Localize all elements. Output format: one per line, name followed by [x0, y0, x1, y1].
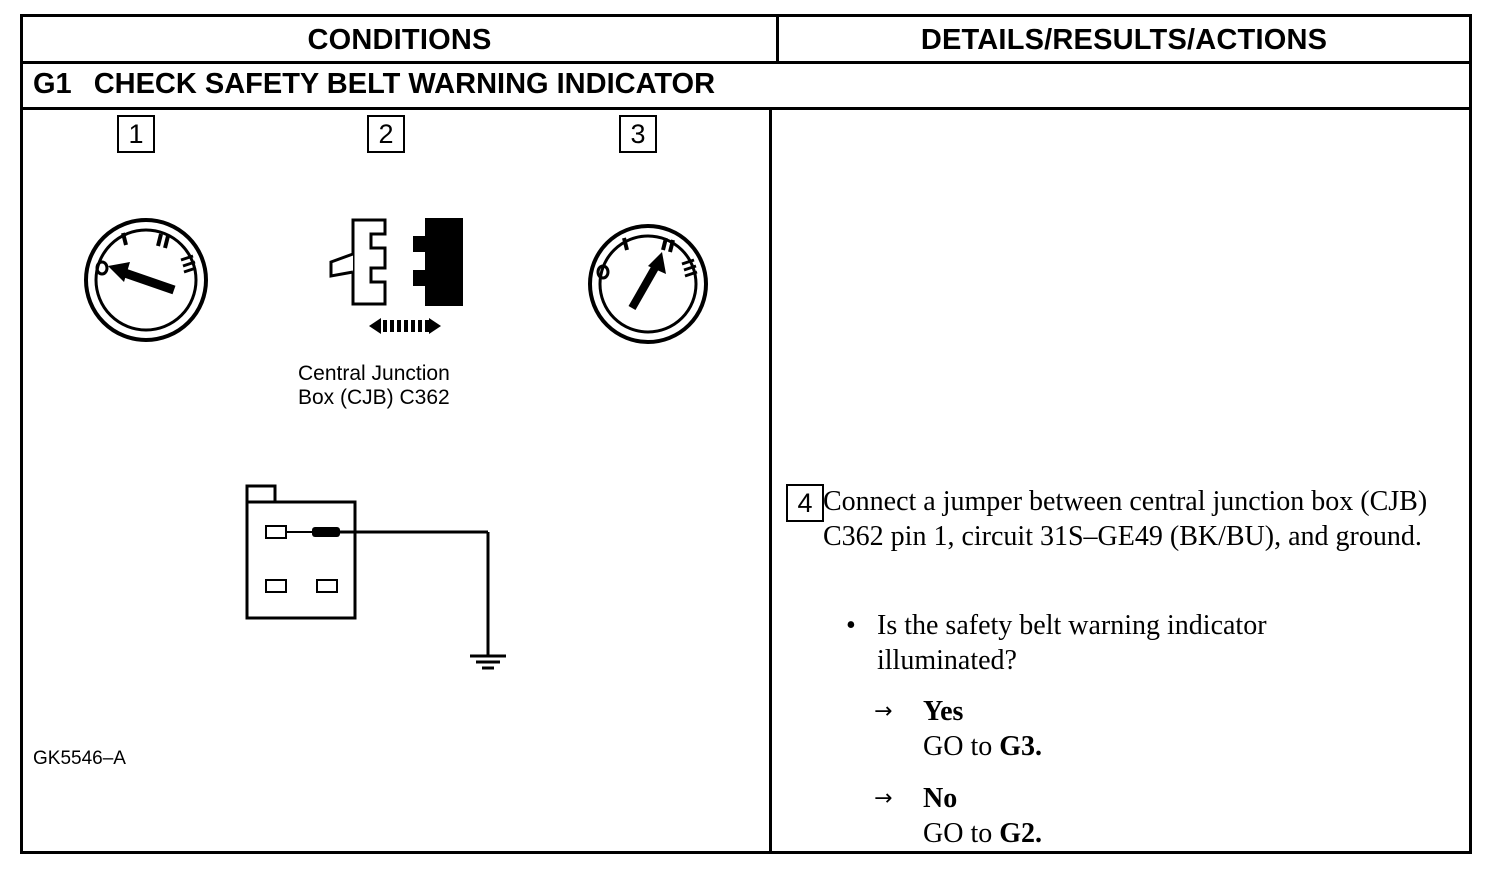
step-number-3: 3 [619, 115, 657, 153]
figure-id: GK5546–A [33, 748, 126, 769]
connector-caption-line1: Central Junction [298, 362, 450, 385]
conditions-header: CONDITIONS [307, 24, 492, 56]
header-divider [776, 17, 779, 61]
no-answer: No [923, 781, 957, 816]
connector-caption-line2: Box (CJB) C362 [298, 386, 450, 409]
details-header: DETAILS/RESULTS/ACTIONS [920, 24, 1328, 56]
bullet: • [846, 610, 856, 641]
yes-action-prefix: GO to [923, 731, 993, 762]
jumper-ground-diagram [245, 484, 506, 670]
pin-1 [265, 525, 287, 539]
yes-arrow-icon: → [874, 699, 893, 724]
column-divider [769, 110, 772, 854]
step-heading: G1 CHECK SAFETY BELT WARNING INDICATOR [33, 64, 715, 106]
title-rule [23, 107, 1469, 110]
diagnostic-table: CONDITIONS DETAILS/RESULTS/ACTIONS G1 CHE… [20, 14, 1472, 854]
no-label: No [923, 783, 958, 814]
step-code: G1 [33, 68, 72, 100]
ignition-switch-off-icon [84, 218, 208, 342]
header-rule [23, 61, 1469, 64]
yes-action: GO to G3. [923, 729, 1042, 764]
step-number-4: 4 [786, 484, 824, 522]
question-text: Is the safety belt warning indicator ill… [877, 610, 1267, 676]
yes-answer: Yes [923, 694, 963, 729]
step-number-2: 2 [367, 115, 405, 153]
no-arrow-icon: → [874, 786, 893, 811]
yes-action-target: G3. [999, 731, 1043, 762]
step-title: CHECK SAFETY BELT WARNING INDICATOR [93, 68, 716, 100]
no-action: GO to G2. [923, 816, 1042, 851]
no-action-target: G2. [999, 818, 1043, 849]
connector-disconnect-icon [329, 218, 463, 334]
instruction-text: Connect a jumper between central junctio… [823, 486, 1428, 552]
step-number-1: 1 [117, 115, 155, 153]
no-action-prefix: GO to [923, 818, 993, 849]
ignition-switch-run-icon [588, 224, 708, 344]
yes-label: Yes [923, 696, 964, 727]
